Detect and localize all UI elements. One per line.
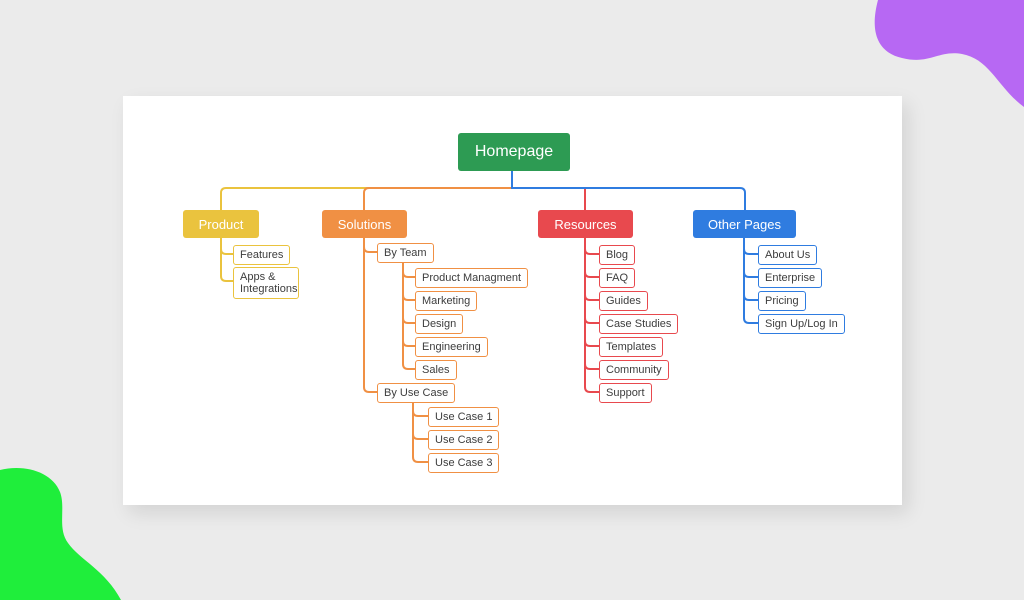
node-features[interactable]: Features bbox=[233, 245, 291, 265]
node-sign-up-log-in[interactable]: Sign Up/Log In bbox=[758, 314, 845, 334]
node-support[interactable]: Support bbox=[599, 383, 652, 403]
node-community[interactable]: Community bbox=[599, 360, 669, 380]
product-wires bbox=[220, 187, 369, 282]
node-pricing[interactable]: Pricing bbox=[758, 291, 806, 311]
node-apps-integrations[interactable]: Apps & Integrations bbox=[233, 267, 299, 299]
node-by-use-case[interactable]: By Use Case bbox=[377, 383, 456, 403]
node-use-case-2[interactable]: Use Case 2 bbox=[428, 430, 500, 450]
node-guides[interactable]: Guides bbox=[599, 291, 648, 311]
node-engineering[interactable]: Engineering bbox=[415, 337, 488, 357]
node-templates[interactable]: Templates bbox=[599, 337, 664, 357]
resources-wires bbox=[584, 188, 599, 393]
node-homepage[interactable]: Homepage bbox=[458, 133, 570, 171]
node-case-studies[interactable]: Case Studies bbox=[599, 314, 679, 334]
node-resources[interactable]: Resources bbox=[538, 210, 633, 238]
node-sales[interactable]: Sales bbox=[415, 360, 457, 380]
node-marketing[interactable]: Marketing bbox=[415, 291, 478, 311]
node-product[interactable]: Product bbox=[183, 210, 259, 238]
node-use-case-1[interactable]: Use Case 1 bbox=[428, 407, 500, 427]
node-by-team[interactable]: By Team bbox=[377, 243, 434, 263]
node-other-pages[interactable]: Other Pages bbox=[693, 210, 796, 238]
node-design[interactable]: Design bbox=[415, 314, 464, 334]
node-product-managment[interactable]: Product Managment bbox=[415, 268, 529, 288]
solutions-wires bbox=[363, 187, 512, 463]
node-faq[interactable]: FAQ bbox=[599, 268, 636, 288]
node-solutions[interactable]: Solutions bbox=[322, 210, 407, 238]
node-use-case-3[interactable]: Use Case 3 bbox=[428, 453, 500, 473]
other-pages-wires bbox=[511, 171, 758, 324]
node-blog[interactable]: Blog bbox=[599, 245, 636, 265]
node-enterprise[interactable]: Enterprise bbox=[758, 268, 823, 288]
node-about-us[interactable]: About Us bbox=[758, 245, 818, 265]
